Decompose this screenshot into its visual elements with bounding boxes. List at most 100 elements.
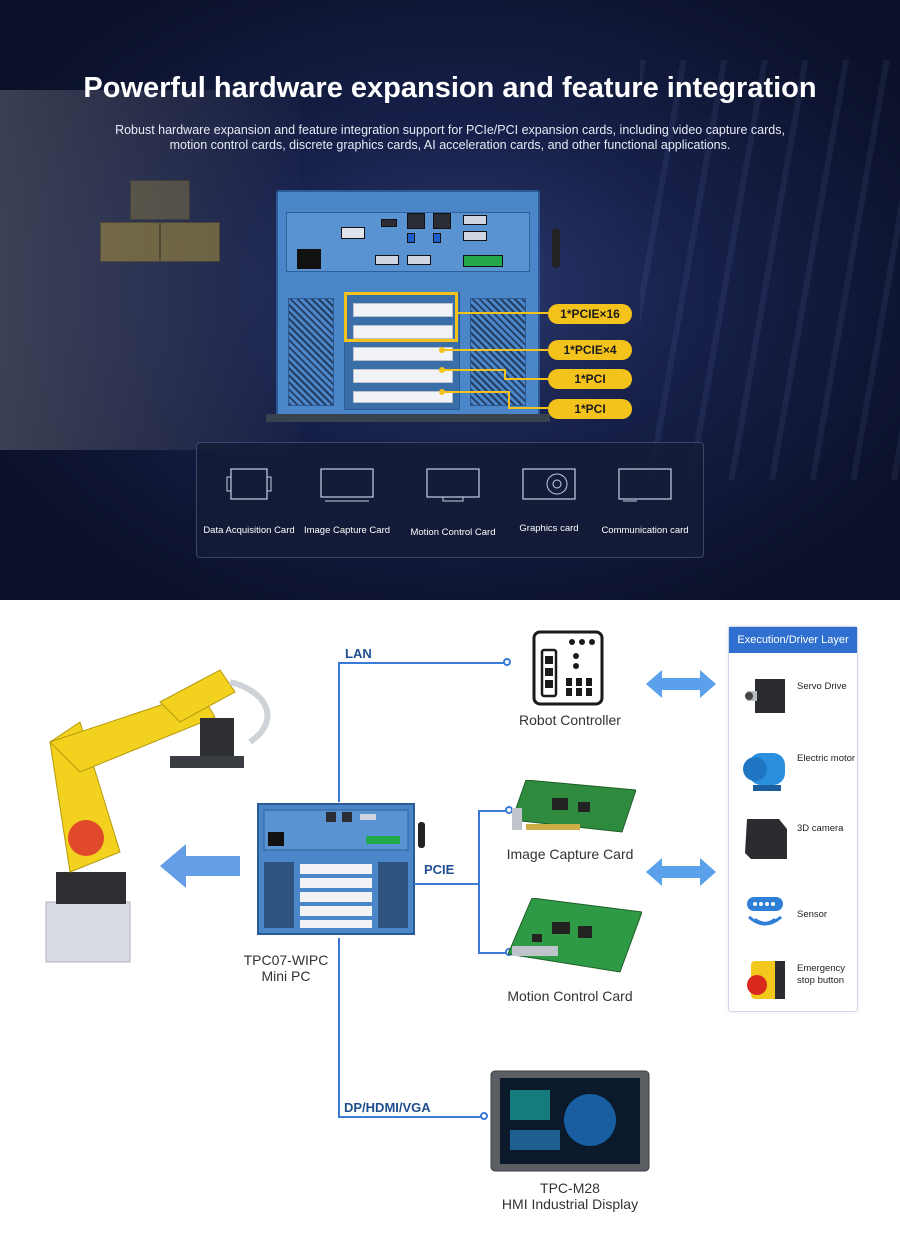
image-capture-card-illustration xyxy=(512,780,636,833)
lan-port xyxy=(407,213,425,229)
slot-label-pcie-x16: 1*PCIE×16 xyxy=(548,304,632,324)
mini-pc-type: Mini PC xyxy=(261,968,311,984)
card-communication: Communication card xyxy=(595,467,695,536)
hdmi-port xyxy=(381,219,397,227)
usb-port xyxy=(433,233,441,243)
expansion-slot xyxy=(353,325,453,339)
callout-line xyxy=(444,391,510,393)
callout-line xyxy=(458,312,550,314)
card-label: Image Capture Card xyxy=(303,525,391,536)
exec-item-label: Sensor xyxy=(797,909,828,920)
exec-item-3d-camera: 3D camera xyxy=(739,815,851,865)
exec-item-label: 3D camera xyxy=(797,823,844,834)
card-motion-control: Motion Control Card xyxy=(403,467,503,538)
expansion-slot xyxy=(353,347,453,361)
card-graphics: Graphics card xyxy=(499,467,599,534)
slot-label-pci: 1*PCI xyxy=(548,399,632,419)
callout-dot xyxy=(439,389,445,395)
connector-line xyxy=(338,662,340,802)
background-crate xyxy=(130,180,190,220)
connector-dot xyxy=(480,1112,488,1120)
video-output-label: DP/HDMI/VGA xyxy=(344,1100,431,1115)
exec-item-electric-motor: Electric motor xyxy=(739,745,855,795)
servo-motor-icon xyxy=(745,679,785,713)
connector-line xyxy=(338,662,506,664)
emergency-stop-icon xyxy=(747,961,785,999)
data-acquisition-card-icon xyxy=(226,468,272,500)
robot-controller-caption: Robot Controller xyxy=(519,712,621,728)
graphics-card-icon xyxy=(522,468,576,500)
hmi-display-caption: TPC-M28 HMI Industrial Display xyxy=(470,1180,670,1212)
power-socket xyxy=(297,249,321,269)
subtitle-line-2: motion control cards, discrete graphics … xyxy=(169,138,731,152)
card-label: Graphics card xyxy=(519,523,579,534)
hmi-display-illustration xyxy=(490,1070,650,1172)
connector-line xyxy=(414,883,480,885)
exec-item-emergency-stop: Emergency stop button xyxy=(739,955,851,1005)
connector-line xyxy=(478,810,480,954)
io-panel xyxy=(286,212,530,272)
hmi-display-model: TPC-M28 xyxy=(540,1180,600,1196)
connector-line xyxy=(478,810,508,812)
motion-control-card-illustration xyxy=(508,898,642,973)
usb-port xyxy=(407,233,415,243)
card-label: Motion Control Card xyxy=(410,527,496,538)
robot-arm-illustration xyxy=(45,669,271,963)
communication-card-icon xyxy=(618,468,672,502)
side-vent xyxy=(470,298,526,406)
callout-line xyxy=(504,369,506,379)
callout-dot xyxy=(439,367,445,373)
exec-item-label: Servo Drive xyxy=(797,681,847,692)
exec-item-servo-drive: Servo Drive xyxy=(739,673,851,723)
com-port xyxy=(463,215,487,225)
camera-icon xyxy=(745,819,787,859)
com-port xyxy=(463,231,487,241)
mini-pc-model: TPC07-WIPC xyxy=(243,952,329,968)
background-crate xyxy=(100,222,160,262)
connector-dot xyxy=(503,658,511,666)
hmi-display-type: HMI Industrial Display xyxy=(501,1196,639,1212)
lan-label: LAN xyxy=(345,646,372,661)
card-label: Data Acquisition Card xyxy=(203,525,295,536)
hero-section: Powerful hardware expansion and feature … xyxy=(0,0,900,600)
execution-layer-panel: Execution/Driver Layer Servo Drive Elect… xyxy=(728,626,858,1012)
sensor-icon xyxy=(747,897,783,926)
motion-control-card-caption: Motion Control Card xyxy=(507,988,633,1004)
callout-dot xyxy=(439,347,445,353)
arrow-left-icon xyxy=(160,844,240,888)
slot-label-pci: 1*PCI xyxy=(548,369,632,389)
expansion-slot xyxy=(353,391,453,403)
page-title: Powerful hardware expansion and feature … xyxy=(83,72,817,104)
callout-line xyxy=(508,391,510,408)
side-vent xyxy=(288,298,334,406)
mini-pc-illustration xyxy=(257,803,415,935)
wifi-antenna xyxy=(418,822,425,848)
callout-line xyxy=(444,349,550,351)
double-arrow-icon xyxy=(646,858,716,886)
execution-layer-title: Execution/Driver Layer xyxy=(729,627,857,653)
page-subtitle: Robust hardware expansion and feature in… xyxy=(100,123,800,153)
callout-line xyxy=(508,407,550,409)
vga-port xyxy=(341,227,365,239)
connector-line xyxy=(338,1116,482,1118)
chassis-base xyxy=(266,414,550,422)
pcie-label: PCIE xyxy=(424,862,455,877)
double-arrow-icon xyxy=(646,670,716,698)
connector-line xyxy=(478,952,508,954)
exec-item-label: Electric motor xyxy=(797,753,856,764)
expansion-slot xyxy=(353,303,453,317)
callout-line xyxy=(444,369,506,371)
lan-port xyxy=(433,213,451,229)
com-port xyxy=(407,255,431,265)
wifi-antenna xyxy=(552,228,560,268)
connector-line xyxy=(338,938,340,1118)
card-image-capture: Image Capture Card xyxy=(297,467,397,536)
card-data-acquisition: Data Acquisition Card xyxy=(199,467,299,536)
card-label: Communication card xyxy=(601,525,689,536)
pcie-x16-highlight xyxy=(344,292,458,342)
exec-item-label: Emergency stop button xyxy=(797,963,846,986)
slot-label-pcie-x4: 1*PCIE×4 xyxy=(548,340,632,360)
subtitle-line-1: Robust hardware expansion and feature in… xyxy=(115,123,785,137)
callout-line xyxy=(504,378,550,380)
background-crate xyxy=(160,222,220,262)
